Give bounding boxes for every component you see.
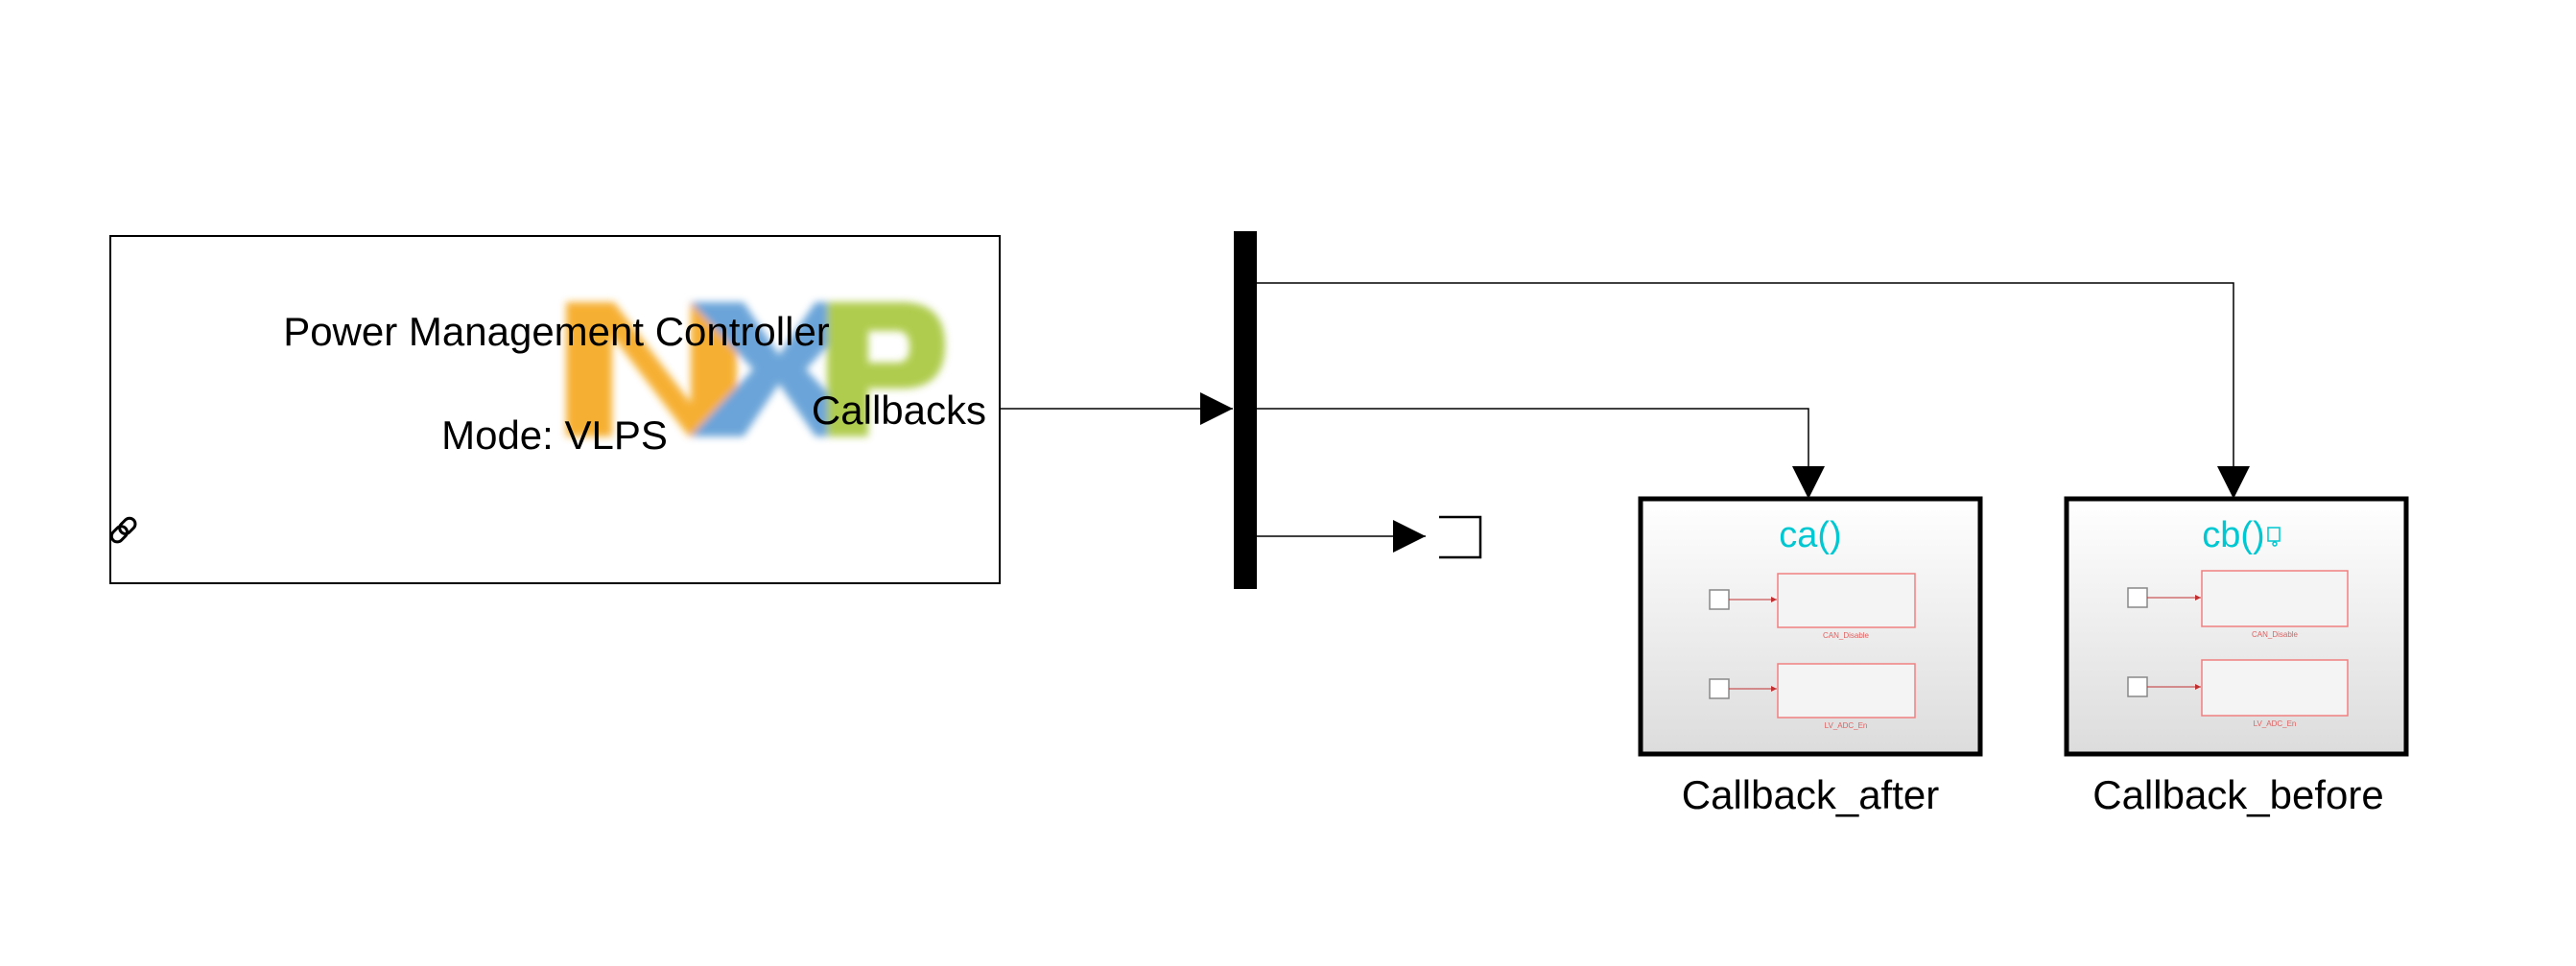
inner-inport xyxy=(1709,678,1730,699)
terminator-block[interactable] xyxy=(1439,515,1482,559)
signal-line-to-callback-before[interactable] xyxy=(1255,282,2250,499)
inner-block xyxy=(2201,570,2349,627)
pmc-title: Power Management Controller xyxy=(283,309,830,354)
pmc-block[interactable]: Power Management Controller Mode: VLPS C… xyxy=(109,235,1001,584)
function-edit-icon xyxy=(2267,527,2281,547)
signal-line-to-callback-after[interactable] xyxy=(1255,408,1825,499)
subsystem-label-callback-before: Callback_before xyxy=(2092,772,2384,817)
demux-block[interactable] xyxy=(1234,231,1257,589)
subsystem-function-name: cb() xyxy=(2202,515,2264,555)
inner-inport xyxy=(2127,587,2148,608)
pmc-mode: Mode: VLPS xyxy=(441,412,668,458)
inner-inport xyxy=(2127,676,2148,697)
inner-block xyxy=(1777,663,1916,719)
inner-block-label: LV_ADC_En xyxy=(2254,719,2297,728)
subsystem-function-name: ca() xyxy=(1779,515,1841,555)
subsystem-callback-before[interactable]: cb() CAN_Disable LV_ADC_En xyxy=(2064,496,2409,757)
inner-block xyxy=(2201,659,2349,717)
link-icon xyxy=(109,516,137,544)
inner-inport xyxy=(1709,589,1730,610)
signal-lines xyxy=(1000,282,2250,553)
subsystem-label-callback-after: Callback_after xyxy=(1682,772,1939,817)
inner-block-label: LV_ADC_En xyxy=(1825,721,1868,730)
pmc-output-port-label: Callbacks xyxy=(812,388,986,433)
inner-block-label: CAN_Disable xyxy=(1823,631,1870,640)
inner-block xyxy=(1777,573,1916,628)
inner-block-label: CAN_Disable xyxy=(2252,630,2299,639)
nxp-logo-icon xyxy=(566,302,945,436)
subsystem-callback-after[interactable]: ca() CAN_Disable LV_ADC_En xyxy=(1638,496,1983,757)
